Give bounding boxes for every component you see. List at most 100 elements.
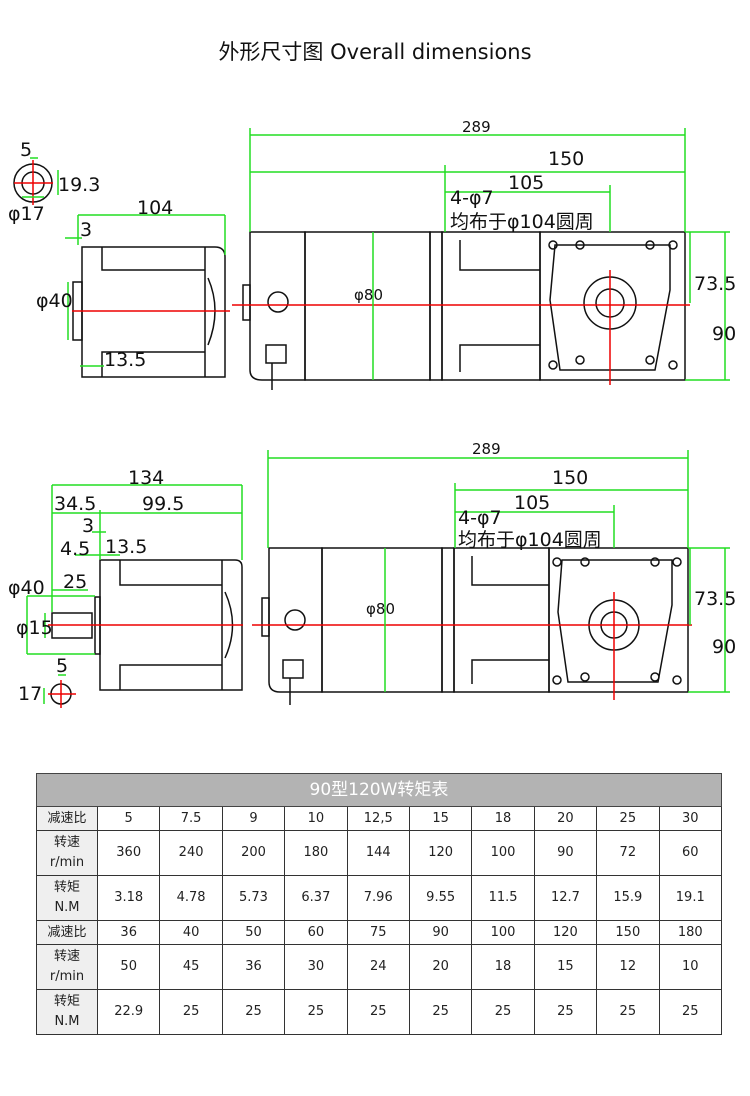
table-cell: 30 xyxy=(658,806,723,831)
row-label-text: 转矩 xyxy=(53,994,80,1009)
table-cell: 90 xyxy=(533,830,598,876)
table-cell: 45 xyxy=(159,944,223,990)
boss-dia-label: φ40 xyxy=(8,577,45,599)
flange-length-label: 105 xyxy=(514,492,550,514)
table-cell: 240 xyxy=(159,830,223,876)
holes-label: 4-φ7 xyxy=(458,507,502,529)
table-cell: 36 xyxy=(221,944,286,990)
flange-length-label: 105 xyxy=(508,172,544,194)
top-drawing-labels: 5 19.3 φ17 104 3 φ40 13.5 289 150 105 4-… xyxy=(8,118,736,371)
table-cell: 144 xyxy=(346,830,410,876)
side-view-top xyxy=(65,214,230,378)
row-label-ratio: 减速比 xyxy=(36,806,98,831)
motor-body-bottom xyxy=(252,450,730,705)
table-cell: 25 xyxy=(596,989,660,1035)
table-cell: 12.7 xyxy=(533,875,598,921)
table-cell: 9 xyxy=(221,806,286,831)
table-cell: 15.9 xyxy=(596,875,660,921)
shaft-dia-label: φ15 xyxy=(16,617,53,639)
key-height-label: 19.3 xyxy=(58,174,100,196)
shaft-dia-label: φ17 xyxy=(8,203,45,225)
bottom-drawing xyxy=(26,450,730,708)
table-cell: 18 xyxy=(471,944,535,990)
side-step-label: 3 xyxy=(80,219,92,241)
gear-length-label: 150 xyxy=(548,148,584,170)
row-label-text: 减速比 xyxy=(47,810,87,826)
table-cell: 150 xyxy=(596,920,660,945)
bottom-drawing-labels: 134 34.5 99.5 3 4.5 13.5 φ40 25 φ15 5 17… xyxy=(8,440,736,705)
table-cell: 75 xyxy=(346,920,410,945)
table-cell: 20 xyxy=(408,944,473,990)
step-b-label: 4.5 xyxy=(60,538,90,560)
holes-note-label: 均布于φ104圆周 xyxy=(450,211,594,233)
table-cell: 25 xyxy=(221,989,286,1035)
table-cell: 10 xyxy=(658,944,723,990)
row-label-text: 转速 xyxy=(53,835,80,850)
table-cell: 19.1 xyxy=(658,875,723,921)
table-cell: 6.37 xyxy=(284,875,348,921)
side-length-label: 104 xyxy=(137,197,173,219)
side-rib-label: 13.5 xyxy=(104,349,146,371)
gear-length-label: 150 xyxy=(552,467,588,489)
table-cell: 30 xyxy=(284,944,348,990)
table-cell: 5 xyxy=(96,806,161,831)
table-cell: 10 xyxy=(284,806,348,831)
table-cell: 7.5 xyxy=(159,806,223,831)
table-cell: 4.78 xyxy=(159,875,223,921)
table-cell: 50 xyxy=(221,920,286,945)
table-cell: 90 xyxy=(408,920,473,945)
row-label-text: 减速比 xyxy=(47,924,87,940)
table-cell: 50 xyxy=(96,944,161,990)
step-a-label: 3 xyxy=(82,515,94,537)
holes-note-label: 均布于φ104圆周 xyxy=(458,529,602,551)
table-cell: 100 xyxy=(471,920,535,945)
table-cell: 22.9 xyxy=(96,989,161,1035)
key-width-label: 5 xyxy=(20,139,32,161)
table-cell: 20 xyxy=(533,806,598,831)
motor-body-top xyxy=(232,128,730,390)
row-label-ratio: 减速比 xyxy=(36,920,98,945)
shaft-section-top xyxy=(13,157,59,205)
row-label-unit: N.M xyxy=(54,900,80,915)
side-boss-label: φ40 xyxy=(36,290,73,312)
table-cell: 25 xyxy=(408,989,473,1035)
table-cell: 100 xyxy=(471,830,535,876)
row-label-torque: 转矩 N.M xyxy=(36,875,98,921)
key-width-label: 5 xyxy=(56,655,68,677)
table-cell: 12,5 xyxy=(346,806,410,831)
table-cell: 200 xyxy=(221,830,286,876)
table-title: 90型120W转矩表 xyxy=(36,773,722,807)
table-cell: 18 xyxy=(471,806,535,831)
shaft-part-label: 34.5 xyxy=(54,493,96,515)
table-cell: 60 xyxy=(658,830,723,876)
table-cell: 120 xyxy=(533,920,598,945)
key-height-label: 17 xyxy=(18,683,42,705)
row-label-text: 转矩 xyxy=(53,880,80,895)
height-b-label: 90 xyxy=(712,636,736,658)
table-cell: 36 xyxy=(96,920,161,945)
table-cell: 24 xyxy=(346,944,410,990)
holes-label: 4-φ7 xyxy=(450,187,494,209)
height-a-label: 73.5 xyxy=(694,588,736,610)
table-cell: 25 xyxy=(346,989,410,1035)
dimension-drawings: 5 19.3 φ17 104 3 φ40 13.5 289 150 105 4-… xyxy=(8,118,736,708)
table-cell: 72 xyxy=(596,830,660,876)
table-cell: 15 xyxy=(533,944,598,990)
table-cell: 9.55 xyxy=(408,875,473,921)
table-cell: 25 xyxy=(533,989,598,1035)
table-cell: 25 xyxy=(596,806,660,831)
motor-dia-label: φ80 xyxy=(366,600,395,618)
row-label-unit: r/min xyxy=(49,969,85,984)
table-cell: 120 xyxy=(408,830,473,876)
table-cell: 180 xyxy=(658,920,723,945)
side-rib-label: 13.5 xyxy=(105,536,147,558)
table-cell: 5.73 xyxy=(221,875,286,921)
motor-dia-label: φ80 xyxy=(354,286,383,304)
